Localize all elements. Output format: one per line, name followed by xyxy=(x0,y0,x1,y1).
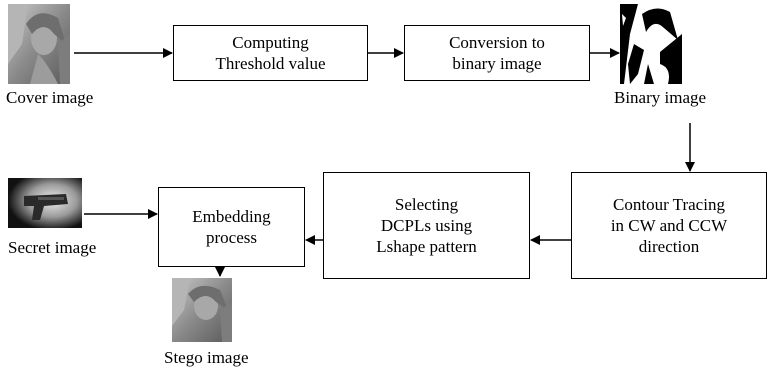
stego-image-thumbnail xyxy=(172,278,232,342)
binary-image-thumbnail xyxy=(620,4,682,84)
conversion-binary-box: Conversion to binary image xyxy=(404,25,590,81)
stego-image-label: Stego image xyxy=(164,348,249,367)
binary-image-label: Binary image xyxy=(614,88,707,107)
cover-image-thumbnail xyxy=(8,4,70,84)
contour-tracing-box: Contour Tracing in CW and CCW direction xyxy=(571,172,767,279)
selecting-dcpls-box: Selecting DCPLs using Lshape pattern xyxy=(323,172,530,279)
computing-threshold-box: Computing Threshold value xyxy=(173,25,368,81)
cover-image-label: Cover image xyxy=(6,88,94,107)
secret-image-thumbnail xyxy=(8,178,82,228)
secret-image-label: Secret image xyxy=(8,238,97,257)
embedding-box: Embedding process xyxy=(158,187,305,267)
